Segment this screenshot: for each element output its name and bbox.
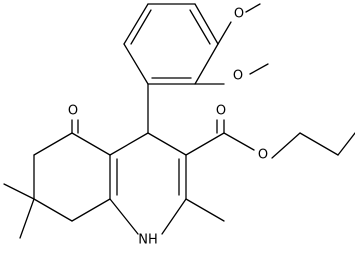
bond: [123, 3, 149, 45]
bond: [147, 132, 187, 156]
aromatic-bond: [189, 9, 211, 45]
bond: [337, 132, 355, 156]
bond: [299, 132, 339, 156]
bond: [71, 132, 111, 156]
dihydropyridine-ring: [109, 132, 187, 235]
bond: [194, 3, 219, 45]
atom-label-o: O: [216, 104, 226, 119]
bond: [185, 198, 225, 222]
bond: [123, 43, 149, 85]
aromatic-bond: [130, 9, 152, 45]
atom-label-o: O: [258, 148, 268, 163]
bond: [33, 198, 73, 222]
atom-label-o: O: [234, 7, 244, 22]
bond: [19, 198, 35, 239]
bond: [71, 198, 111, 222]
bond: [109, 132, 149, 156]
bond: [185, 132, 225, 156]
cyclohexenone-ring: [3, 119, 111, 239]
atom-label-o: O: [233, 69, 243, 84]
ester-group: [185, 119, 355, 159]
bond: [161, 198, 187, 235]
bond: [109, 198, 139, 235]
bond: [223, 132, 255, 151]
bond: [217, 21, 232, 45]
atom-label-nh: NH: [138, 233, 158, 248]
bond: [245, 3, 261, 13]
bond: [33, 132, 73, 156]
atom-label-o: O: [68, 104, 78, 119]
bond: [271, 132, 301, 159]
aryl-ring: [123, 3, 219, 85]
methoxy-groups: [194, 3, 269, 85]
bond: [194, 43, 219, 85]
bond: [3, 183, 35, 200]
bond: [249, 63, 269, 75]
